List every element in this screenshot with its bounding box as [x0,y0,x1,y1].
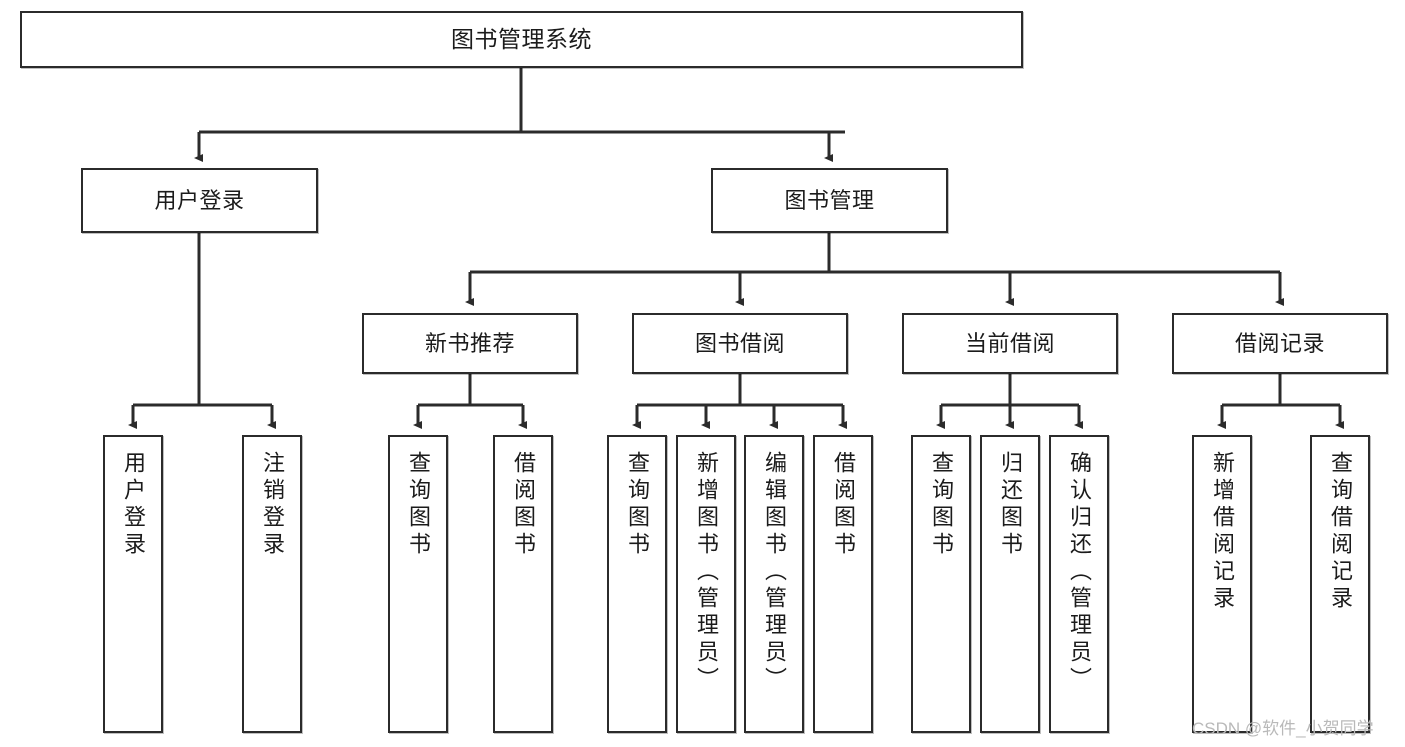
node-borrow-record-label: 借阅记录 [1234,330,1325,356]
node-current-borrow[interactable]: 当前借阅 [902,313,1118,374]
node-leaf-borrow-book-2[interactable]: 借阅图书 [813,435,873,733]
node-leaf-edit-book[interactable]: 编辑图书（管理员） [744,435,804,733]
node-leaf-borrow-book-1-label: 借阅图书 [510,451,536,559]
node-new-book-recommend-label: 新书推荐 [424,330,515,356]
node-user-login-label: 用户登录 [154,187,245,213]
node-root[interactable]: 图书管理系统 [20,11,1023,68]
node-leaf-add-record[interactable]: 新增借阅记录 [1192,435,1252,733]
node-leaf-add-book-label: 新增图书（管理员） [693,451,719,694]
node-leaf-confirm-return[interactable]: 确认归还（管理员） [1049,435,1109,733]
node-leaf-user-login[interactable]: 用户登录 [103,435,163,733]
node-leaf-query-book-2-label: 查询图书 [624,451,650,559]
node-leaf-add-record-label: 新增借阅记录 [1209,451,1235,613]
node-leaf-borrow-book-1[interactable]: 借阅图书 [493,435,553,733]
node-leaf-confirm-return-label: 确认归还（管理员） [1066,451,1092,694]
node-current-borrow-label: 当前借阅 [964,330,1055,356]
node-book-borrow-label: 图书借阅 [694,330,785,356]
watermark: CSDN @软件_小贺同学 [1192,719,1374,738]
node-book-borrow[interactable]: 图书借阅 [632,313,848,374]
node-leaf-query-record[interactable]: 查询借阅记录 [1310,435,1370,733]
node-leaf-logout-login-label: 注销登录 [259,451,285,559]
node-leaf-query-book-3-label: 查询图书 [928,451,954,559]
node-leaf-query-book-2[interactable]: 查询图书 [607,435,667,733]
node-leaf-borrow-book-2-label: 借阅图书 [830,451,856,559]
node-leaf-query-record-label: 查询借阅记录 [1327,451,1353,613]
node-book-manage[interactable]: 图书管理 [711,168,948,233]
node-leaf-return-book-label: 归还图书 [997,451,1023,559]
node-borrow-record[interactable]: 借阅记录 [1172,313,1388,374]
node-user-login[interactable]: 用户登录 [81,168,318,233]
node-leaf-add-book[interactable]: 新增图书（管理员） [676,435,736,733]
node-book-manage-label: 图书管理 [784,187,875,213]
node-new-book-recommend[interactable]: 新书推荐 [362,313,578,374]
node-leaf-user-login-label: 用户登录 [120,451,146,559]
node-leaf-logout-login[interactable]: 注销登录 [242,435,302,733]
node-leaf-return-book[interactable]: 归还图书 [980,435,1040,733]
node-leaf-query-book-1-label: 查询图书 [405,451,431,559]
node-leaf-edit-book-label: 编辑图书（管理员） [761,451,787,694]
node-root-label: 图书管理系统 [451,25,592,52]
node-leaf-query-book-1[interactable]: 查询图书 [388,435,448,733]
node-leaf-query-book-3[interactable]: 查询图书 [911,435,971,733]
